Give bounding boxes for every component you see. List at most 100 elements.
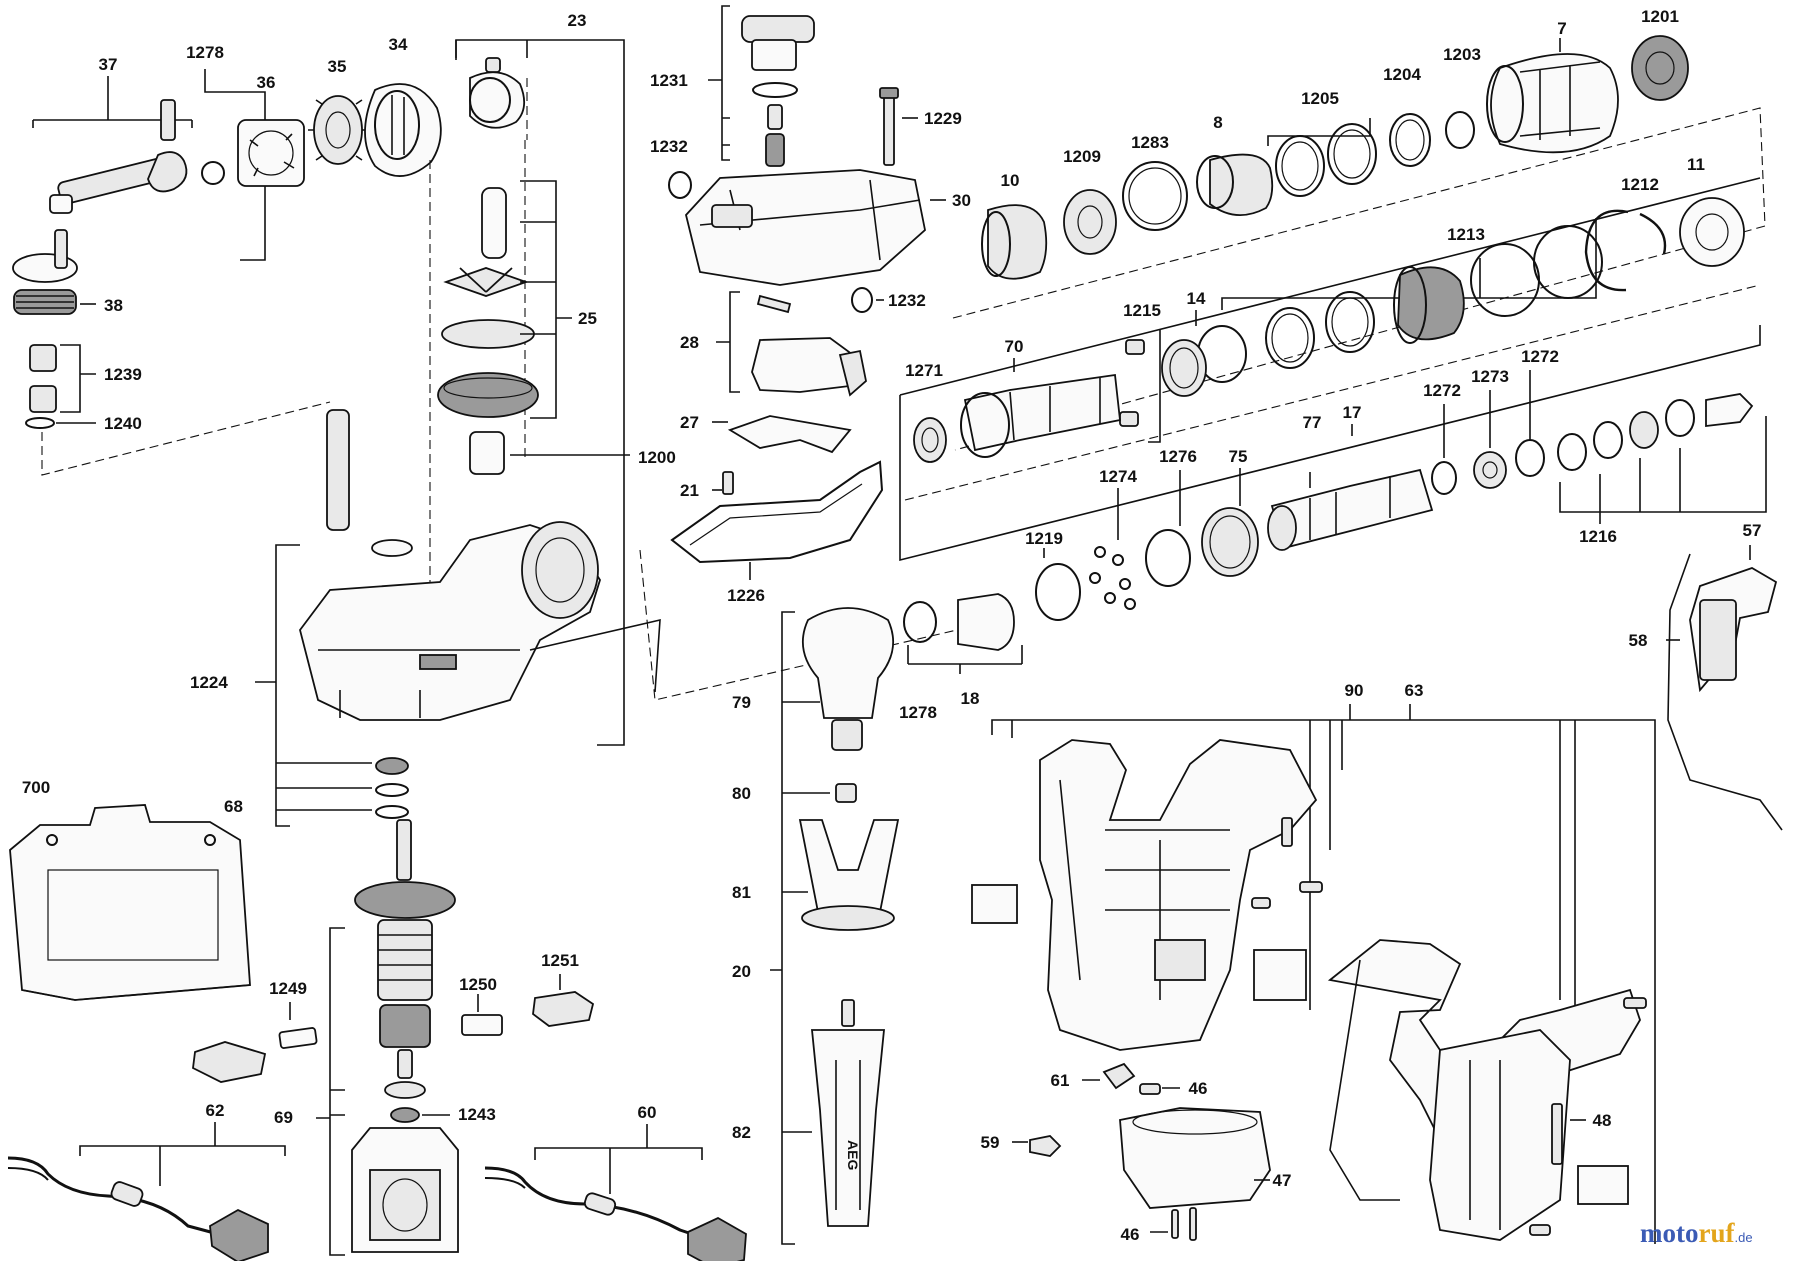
part-34-housing bbox=[364, 83, 442, 177]
svg-text:1215: 1215 bbox=[1123, 301, 1161, 320]
svg-text:58: 58 bbox=[1629, 631, 1648, 650]
svg-text:57: 57 bbox=[1743, 521, 1762, 540]
label-79: 79 bbox=[732, 693, 751, 712]
part-1201-cap bbox=[1631, 35, 1689, 101]
part-1209-disc bbox=[1063, 189, 1117, 255]
label-90: 90 bbox=[1345, 681, 1364, 700]
svg-text:69: 69 bbox=[274, 1108, 293, 1127]
label-1274: 1274 bbox=[1099, 467, 1137, 486]
label-69: 69 bbox=[274, 1108, 293, 1127]
svg-text:77: 77 bbox=[1303, 413, 1322, 432]
svg-text:75: 75 bbox=[1229, 447, 1248, 466]
label-1224: 1224 bbox=[190, 673, 228, 692]
label-20: 20 bbox=[732, 962, 751, 981]
part-1250-brush bbox=[461, 994, 503, 1036]
svg-text:1203: 1203 bbox=[1443, 45, 1481, 64]
svg-text:1250: 1250 bbox=[459, 975, 497, 994]
svg-text:1243: 1243 bbox=[458, 1105, 496, 1124]
label-75: 75 bbox=[1229, 447, 1248, 466]
part-11-cap bbox=[1679, 197, 1745, 267]
label-38: 38 bbox=[104, 296, 123, 315]
part-1205-rings bbox=[1267, 118, 1377, 197]
label-60: 60 bbox=[638, 1103, 657, 1122]
svg-text:46: 46 bbox=[1121, 1225, 1140, 1244]
label-37: 37 bbox=[99, 55, 118, 74]
label-21: 21 bbox=[680, 481, 699, 500]
part-70-spindle bbox=[960, 358, 1121, 458]
label-28: 28 bbox=[680, 333, 699, 352]
part-38-knob bbox=[12, 229, 96, 315]
svg-text:1205: 1205 bbox=[1301, 89, 1339, 108]
part-1239-bushings bbox=[29, 344, 96, 413]
part-14-ring bbox=[1161, 310, 1247, 397]
label-1203: 1203 bbox=[1443, 45, 1481, 64]
label-1205: 1205 bbox=[1301, 89, 1339, 108]
label-47: 47 bbox=[1273, 1171, 1292, 1190]
part-23-cup bbox=[455, 39, 625, 746]
label-10: 10 bbox=[1001, 171, 1020, 190]
svg-text:1276: 1276 bbox=[1159, 447, 1197, 466]
part-7-sleeve bbox=[1486, 38, 1619, 154]
part-1216-set bbox=[1557, 393, 1767, 524]
label-58: 58 bbox=[1629, 631, 1648, 650]
svg-text:1213: 1213 bbox=[1447, 225, 1485, 244]
svg-text:1272: 1272 bbox=[1521, 347, 1559, 366]
label-46-b: 46 bbox=[1121, 1225, 1140, 1244]
svg-text:17: 17 bbox=[1343, 403, 1362, 422]
svg-text:10: 10 bbox=[1001, 171, 1020, 190]
watermark-logo: motoruf.de bbox=[1640, 1218, 1753, 1248]
svg-text:1278: 1278 bbox=[899, 703, 937, 722]
svg-text:1212: 1212 bbox=[1621, 175, 1659, 194]
label-1239: 1239 bbox=[104, 365, 142, 384]
label-11: 11 bbox=[1687, 155, 1705, 174]
part-1232-ring-b bbox=[851, 287, 884, 313]
svg-text:1239: 1239 bbox=[104, 365, 142, 384]
svg-text:35: 35 bbox=[328, 57, 347, 76]
label-82: 82 bbox=[732, 1123, 751, 1142]
label-18: 18 bbox=[961, 689, 980, 708]
svg-text:59: 59 bbox=[981, 1133, 1000, 1152]
label-8: 8 bbox=[1213, 113, 1222, 132]
svg-text:62: 62 bbox=[206, 1101, 225, 1120]
part-59-plug bbox=[1012, 1135, 1062, 1157]
part-75-ring bbox=[1201, 468, 1259, 577]
label-1215: 1215 bbox=[1123, 301, 1161, 320]
part-1215-keys bbox=[1119, 330, 1161, 443]
label-1229: 1229 bbox=[924, 109, 962, 128]
part-63-housing-half bbox=[1327, 939, 1647, 1241]
label-1273: 1273 bbox=[1471, 367, 1509, 386]
part-1249-brush-holder bbox=[192, 1002, 318, 1083]
svg-text:11: 11 bbox=[1687, 155, 1705, 174]
part-10-sleeve bbox=[981, 204, 1048, 280]
label-62: 62 bbox=[206, 1101, 225, 1120]
label-27: 27 bbox=[680, 413, 699, 432]
label-34: 34 bbox=[389, 35, 408, 54]
svg-text:1251: 1251 bbox=[541, 951, 579, 970]
label-61: 61 bbox=[1051, 1071, 1070, 1090]
svg-text:68: 68 bbox=[224, 797, 243, 816]
label-700: 700 bbox=[22, 778, 50, 797]
part-46-screws bbox=[1150, 1207, 1197, 1241]
label-1219: 1219 bbox=[1025, 529, 1063, 548]
part-1251-brush-cap bbox=[532, 974, 595, 1027]
svg-text:1216: 1216 bbox=[1579, 527, 1617, 546]
svg-text:36: 36 bbox=[257, 73, 276, 92]
part-18-chuck bbox=[903, 593, 1023, 674]
part-1283-ring bbox=[1122, 161, 1188, 231]
part-1272-1273-washers bbox=[1431, 370, 1545, 495]
svg-text:1273: 1273 bbox=[1471, 367, 1509, 386]
svg-text:80: 80 bbox=[732, 784, 751, 803]
part-79-clamp bbox=[782, 607, 895, 751]
label-68: 68 bbox=[224, 797, 243, 816]
svg-text:1278: 1278 bbox=[186, 43, 224, 62]
part-1232-ring-a bbox=[668, 171, 692, 199]
svg-text:1209: 1209 bbox=[1063, 147, 1101, 166]
part-37-crank bbox=[32, 69, 305, 261]
svg-text:60: 60 bbox=[638, 1103, 657, 1122]
svg-text:30: 30 bbox=[952, 191, 971, 210]
part-80-nut bbox=[782, 783, 857, 803]
svg-text:1229: 1229 bbox=[924, 109, 962, 128]
svg-text:1232: 1232 bbox=[650, 137, 688, 156]
part-57-58-switch bbox=[1666, 545, 1783, 831]
part-1203-ring bbox=[1445, 111, 1475, 149]
